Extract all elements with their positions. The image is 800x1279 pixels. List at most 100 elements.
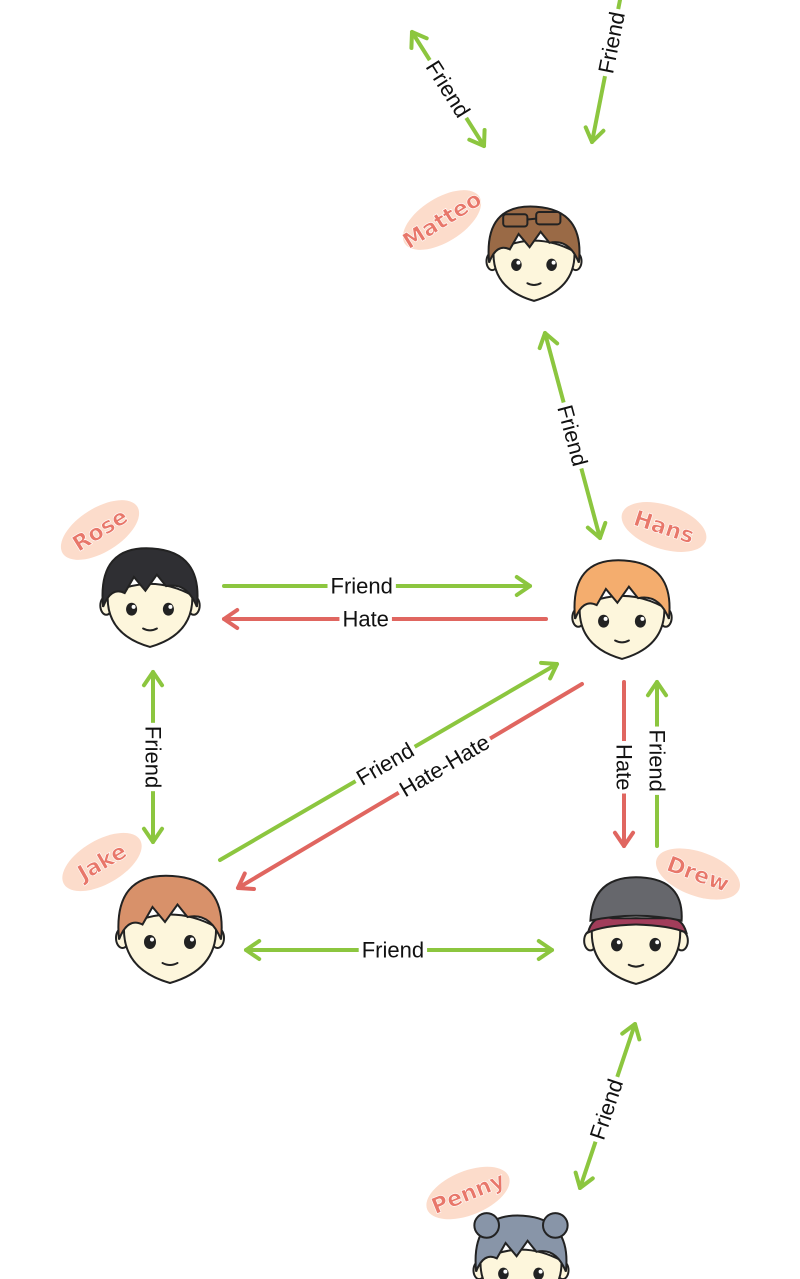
face <box>106 582 194 648</box>
arrowhead-hans-to-jake-end <box>236 871 256 892</box>
name-tag-bubble <box>60 500 140 560</box>
arrowhead-jake-drew-start <box>244 938 262 962</box>
relation-rose-to-hans: Friend <box>222 572 532 600</box>
character-matteo: Matteo <box>398 187 583 302</box>
label-gap <box>358 936 428 964</box>
arrowhead-jake-drew-end <box>536 938 554 962</box>
arrowhead-top-left-end <box>467 128 487 148</box>
hair <box>573 559 671 620</box>
name-tag-bubble <box>621 502 707 552</box>
relation-hans-to-rose: Hate <box>222 605 548 633</box>
eye <box>611 937 623 952</box>
eye-shine <box>538 1269 543 1274</box>
relation-top-right: Friend <box>583 0 632 144</box>
mouth <box>614 639 630 644</box>
relation-drew-to-hans: Friend <box>643 680 671 848</box>
relation-label-group: Friend <box>643 726 671 795</box>
eye <box>184 935 196 949</box>
eye <box>598 614 610 628</box>
arrowhead-rose-jake-end <box>141 826 165 844</box>
label-gap <box>417 52 479 126</box>
name-tag-matteo: Matteo <box>398 187 486 255</box>
mouth <box>627 963 645 968</box>
eye <box>144 935 156 949</box>
label-gap <box>327 572 396 600</box>
eye-shine <box>655 940 660 945</box>
label-gap <box>591 6 632 79</box>
hair-bun <box>542 1212 569 1239</box>
eye <box>126 602 138 616</box>
hair <box>101 547 199 608</box>
eye-shine <box>603 616 608 621</box>
relation-label: Friend <box>645 730 670 792</box>
name-tag-bubble <box>655 848 741 900</box>
face <box>122 913 218 985</box>
arrowhead-drew-penny-start <box>620 1022 642 1042</box>
arrowhead-jake-to-hans-end <box>539 660 559 681</box>
relation-matteo-hans: Friend <box>537 331 608 540</box>
eye <box>511 258 522 271</box>
relation-label-group: Friend <box>417 52 479 126</box>
label-gap <box>391 726 498 805</box>
mouth <box>526 282 542 287</box>
relation-hans-to-drew: Hate <box>610 680 638 848</box>
eye-shine <box>551 260 556 265</box>
face <box>578 594 666 660</box>
character-drew: Drew <box>583 848 741 985</box>
arrowhead-top-right-end <box>583 125 606 144</box>
character-rose: Rose <box>60 500 201 648</box>
relation-top-left: Friend <box>409 30 487 148</box>
eye <box>649 937 661 952</box>
beanie-hat-icon <box>589 876 683 922</box>
eye <box>546 258 557 271</box>
label-gap <box>339 605 392 633</box>
relation-label-group: Friend <box>550 398 595 473</box>
label-gap <box>643 726 671 795</box>
label-gap <box>139 722 167 792</box>
name-tag-bubble <box>426 1166 510 1220</box>
arrowhead-drew-penny-end <box>573 1170 595 1190</box>
relation-hans-to-jake: Hate-Hate <box>236 682 584 892</box>
relation-drew-penny: Friend <box>573 1022 642 1190</box>
eye-shine <box>640 616 645 621</box>
eye-shine <box>516 260 521 265</box>
relation-label-group: Friend <box>582 1072 631 1147</box>
glasses-on-head-icon <box>535 211 562 226</box>
eye <box>634 614 646 628</box>
arrowhead-top-left-start <box>409 30 429 50</box>
label-gap <box>348 734 422 794</box>
character-jake: Jake <box>62 832 225 985</box>
mouth <box>161 962 179 966</box>
eye-shine <box>168 604 173 609</box>
arrowhead-hans-to-rose-end <box>222 607 240 631</box>
relation-label: Hate <box>342 607 388 632</box>
arrowhead-matteo-hans-start <box>537 331 560 351</box>
label-gap <box>582 1072 631 1147</box>
relation-label: Friend <box>331 574 393 599</box>
relation-rose-jake: Friend <box>139 670 167 844</box>
arrowhead-drew-to-hans-end <box>645 680 669 698</box>
relation-jake-to-hans: Friend <box>218 660 559 862</box>
arrowhead-rose-jake-start <box>141 670 165 688</box>
label-gap <box>610 741 638 794</box>
eye-shine <box>190 937 194 942</box>
glasses-bridge <box>527 217 537 221</box>
label-gap <box>550 398 595 473</box>
relation-label-group: Friend <box>358 936 428 964</box>
glasses-on-head-icon <box>502 213 529 228</box>
character-hans: Hans <box>571 502 707 660</box>
relation-label: Hate <box>612 744 637 790</box>
arrowhead-rose-to-hans-end <box>514 574 532 598</box>
name-tag-hans: Hans <box>621 502 707 552</box>
eye-shine <box>503 1269 508 1274</box>
arrowhead-hans-to-drew-end <box>612 830 636 848</box>
relation-label-group: Friend <box>327 572 396 600</box>
relation-label-group: Friend <box>139 722 167 792</box>
hair <box>117 874 223 940</box>
arrowhead-matteo-hans-end <box>585 520 608 540</box>
eye-shine <box>150 937 154 942</box>
character-penny: Penny <box>426 1166 570 1279</box>
name-tag-bubble <box>62 832 142 892</box>
relation-label-group: Hate <box>610 741 638 794</box>
